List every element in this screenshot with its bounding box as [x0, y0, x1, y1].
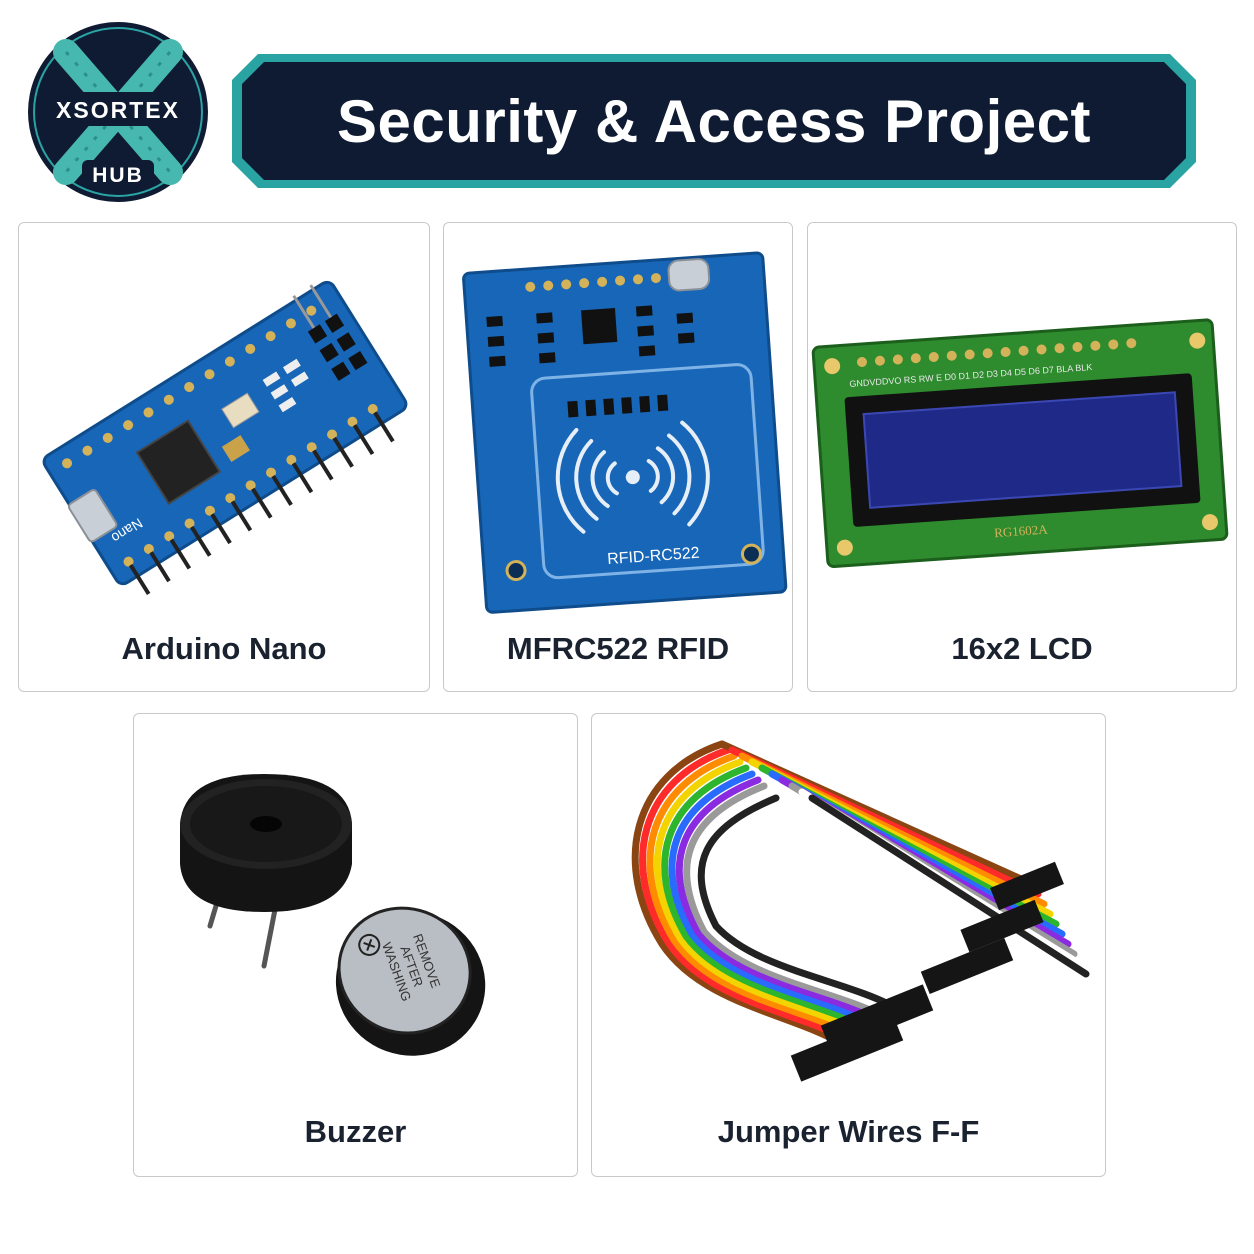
component-label: MFRC522 RFID — [506, 631, 730, 666]
page-title: Security & Access Project — [337, 87, 1091, 155]
component-card-rfid: RFID-RC522 MFRC522 RFID — [443, 222, 793, 692]
jumper-wires-bundle-icon — [631, 740, 1090, 1082]
component-card-lcd: GNDVDDVO RS RW E D0 D1 D2 D3 D4 D5 D6 D7… — [807, 222, 1237, 692]
logo-bottom-text: HUB — [92, 164, 144, 187]
title-banner — [232, 54, 1196, 188]
component-card-arduino-nano: Nano Arduino Nano — [18, 222, 430, 692]
component-label: Arduino Nano — [121, 631, 327, 666]
logo-top-text: XSORTEX — [56, 97, 180, 123]
arduino-nano-board-icon: Nano — [42, 280, 408, 595]
component-card-jumper-wires: Jumper Wires F-F — [591, 713, 1106, 1177]
rfid-board-text: RFID-RC522 — [607, 545, 701, 568]
rfid-module-icon: RFID-RC522 — [462, 251, 788, 614]
component-label: 16x2 LCD — [951, 631, 1093, 666]
component-card-buzzer: REMOVE AFTER WASHING Buzzer — [133, 713, 578, 1177]
component-label: Jumper Wires F-F — [717, 1114, 980, 1149]
xsortex-hub-logo: XSORTEX HUB — [28, 22, 208, 202]
lcd-board-text: RG1602A — [994, 521, 1049, 540]
buzzer-icon: REMOVE AFTER WASHING — [180, 774, 486, 1056]
lcd-display-icon: GNDVDDVO RS RW E D0 D1 D2 D3 D4 D5 D6 D7… — [811, 318, 1229, 568]
component-label: Buzzer — [304, 1114, 407, 1149]
